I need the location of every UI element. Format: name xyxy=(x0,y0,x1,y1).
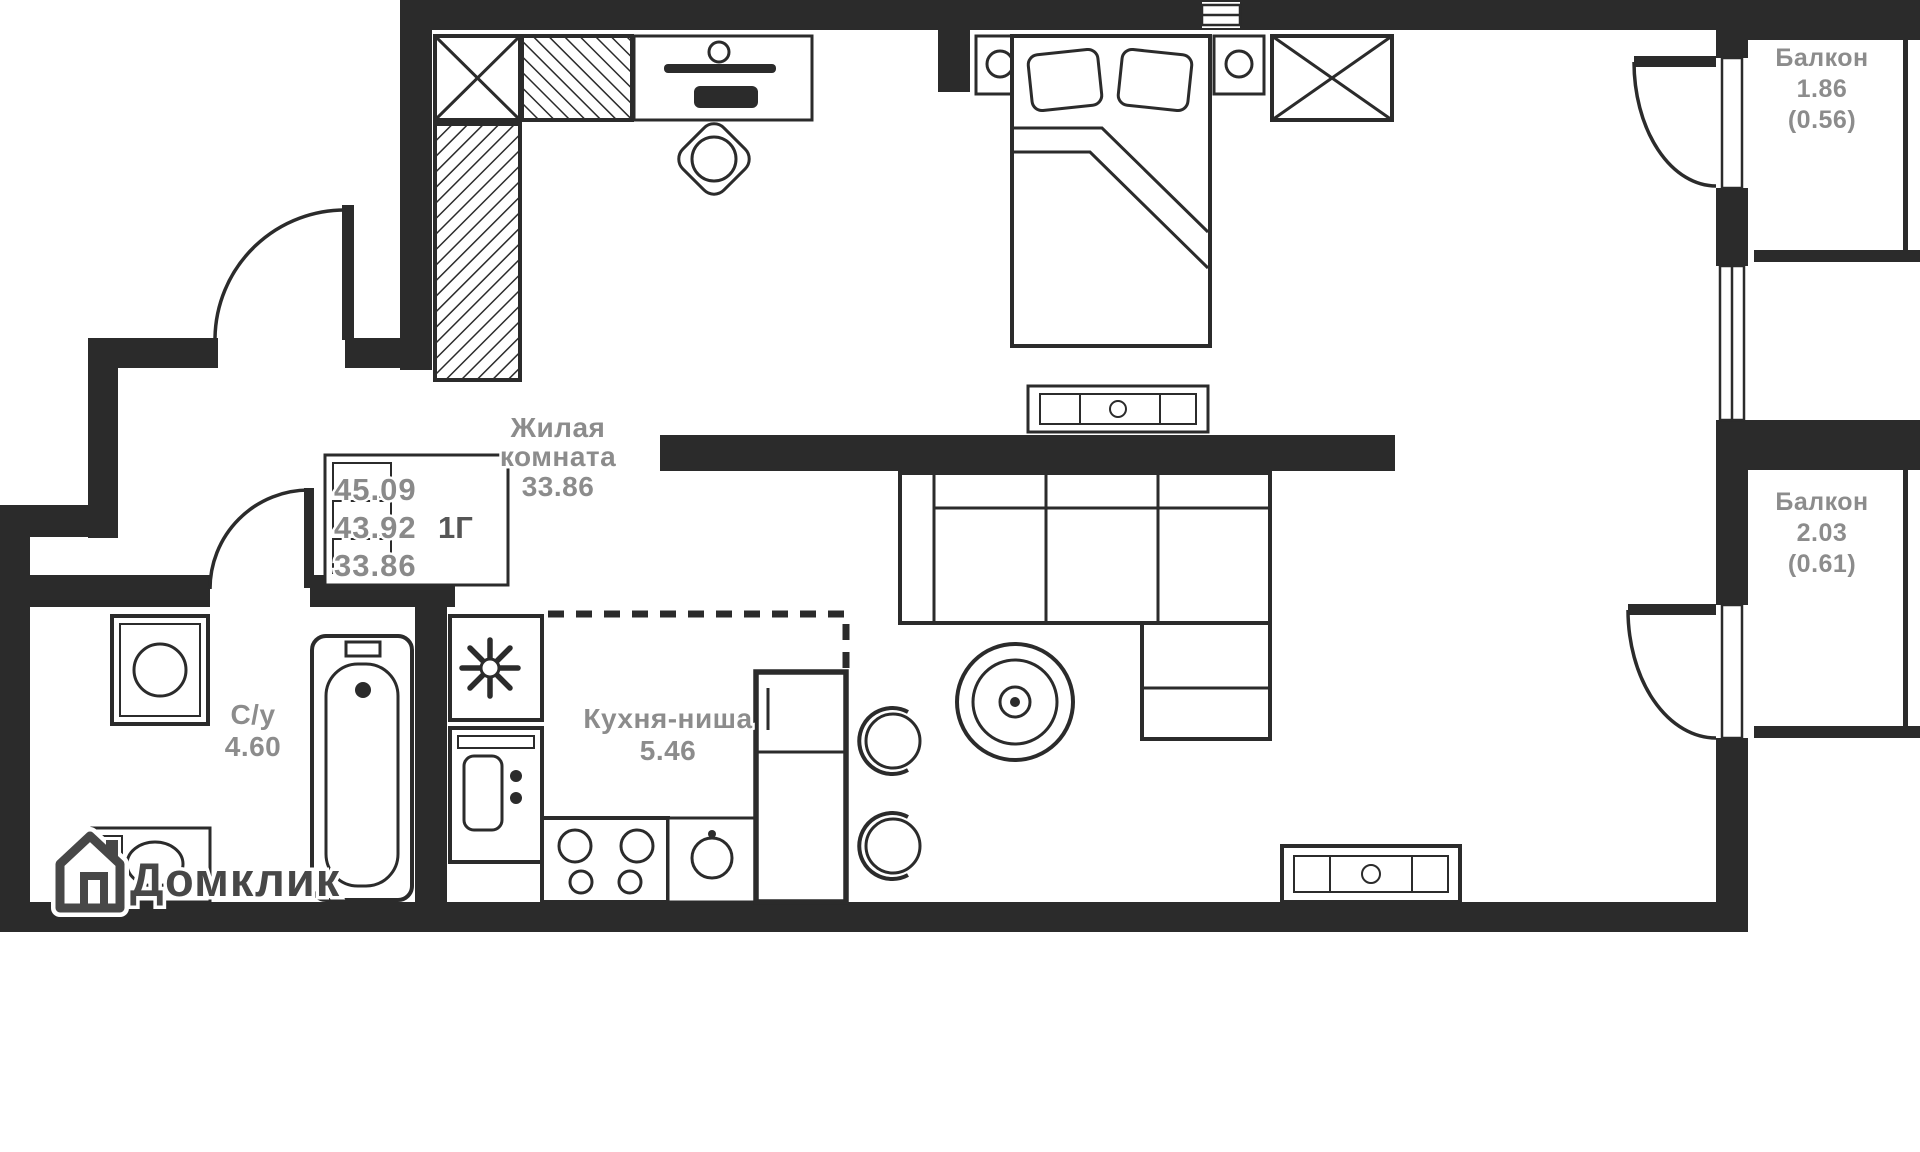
living-room-area: 33.86 xyxy=(522,471,595,502)
kitchen-counter xyxy=(666,816,758,904)
desk-lamp xyxy=(707,40,731,64)
balcony-door-mid-leaf xyxy=(1628,604,1716,615)
monitor xyxy=(664,64,776,73)
blanket-fold xyxy=(1012,126,1210,270)
sofa xyxy=(898,471,1272,741)
pillow-left xyxy=(1026,47,1104,113)
living-room-label: Жилая комната 33.86 xyxy=(497,410,618,505)
sink-symbol xyxy=(459,637,521,699)
bath-drain xyxy=(355,682,371,698)
fridge xyxy=(753,669,849,905)
balcony-door-top-swing-arc xyxy=(1632,61,1717,188)
balcony-top-name: Балкон xyxy=(1775,44,1868,72)
windows xyxy=(1200,2,1746,740)
entry-door-swing-arc xyxy=(213,208,349,339)
summary-living-area: 33.86 xyxy=(334,548,417,583)
bedroom-tv-stand xyxy=(1026,384,1210,434)
hall-closet xyxy=(520,34,634,122)
kitchen-cabinet xyxy=(448,726,544,864)
balcony-door-top-leaf xyxy=(1634,56,1716,67)
living-room-name-line1: Жилая xyxy=(510,412,606,443)
dining-table xyxy=(955,642,1075,762)
balcony-top-coef-area: (0.56) xyxy=(1788,106,1856,134)
hall-cabinet xyxy=(323,453,510,587)
walls xyxy=(0,0,1920,932)
bathroom-door xyxy=(208,488,314,590)
pillow-right xyxy=(1116,47,1194,113)
dining-chair-2 xyxy=(857,811,922,881)
nightstand-right xyxy=(1212,34,1266,96)
hall-wardrobe xyxy=(433,34,522,382)
burner xyxy=(619,828,655,864)
balcony-railings xyxy=(1903,40,1908,726)
balcony-mid-label: Балкон 2.03 (0.61) xyxy=(1773,486,1871,581)
balcony-mid-coef-area: (0.61) xyxy=(1788,550,1856,578)
stove xyxy=(540,816,670,904)
balcony-door-mid xyxy=(1626,604,1717,740)
burner xyxy=(617,869,643,895)
balcony-door-top-threshold xyxy=(1720,56,1744,190)
bathroom-door-leaf xyxy=(304,488,314,588)
entry-door-leaf xyxy=(342,205,354,340)
kitchen-name: Кухня-ниша xyxy=(583,703,752,734)
bed xyxy=(1010,34,1212,348)
entry-door xyxy=(213,205,354,340)
summary-total-area: 45.09 xyxy=(334,472,417,507)
kitchen-label: Кухня-ниша 5.46 xyxy=(581,701,755,769)
tv-console xyxy=(1280,844,1462,904)
domclick-logo: Домклик xyxy=(51,827,343,917)
balcony-door-top xyxy=(1632,56,1717,188)
bathroom-label: С/у 4.60 xyxy=(222,697,283,765)
wardrobe-shelving xyxy=(433,122,522,382)
bathtub xyxy=(310,634,414,902)
keyboard xyxy=(694,86,758,108)
burner xyxy=(557,828,593,864)
summary-plan-type: 1Г xyxy=(438,510,473,545)
kitchen-area: 5.46 xyxy=(640,735,697,766)
dining-chair-1 xyxy=(857,706,922,776)
bathroom-door-swing-arc xyxy=(208,488,310,590)
balcony-mid-area: 2.03 xyxy=(1797,519,1848,547)
desk xyxy=(632,34,814,122)
living-room-name-line2: комната xyxy=(500,441,616,472)
bath-faucet xyxy=(344,640,382,658)
sofa-chaise xyxy=(1140,621,1272,741)
bathroom-area: 4.60 xyxy=(225,731,282,762)
washing-machine xyxy=(110,614,210,726)
balcony-door-mid-swing-arc xyxy=(1626,609,1717,740)
summary-reduced-area: 43.92 xyxy=(334,510,417,545)
balcony-door-mid-threshold xyxy=(1720,603,1744,740)
washer-drum xyxy=(132,642,188,698)
logo-text: Домклик xyxy=(130,853,340,906)
area-summary: 45.09 43.92 1Г 33.86 xyxy=(332,470,476,586)
desk-chair xyxy=(677,122,751,196)
bathroom-name: С/у xyxy=(230,699,275,730)
burner xyxy=(568,869,594,895)
house-icon xyxy=(51,827,129,917)
balcony-mid-name: Балкон xyxy=(1775,488,1868,516)
bedroom-wardrobe xyxy=(1270,34,1394,122)
balcony-top-label: Балкон 1.86 (0.56) xyxy=(1773,42,1871,137)
kitchen-sink-unit xyxy=(448,614,544,722)
kitchen-niche-boundary xyxy=(548,610,850,672)
balcony-top-area: 1.86 xyxy=(1797,75,1848,103)
